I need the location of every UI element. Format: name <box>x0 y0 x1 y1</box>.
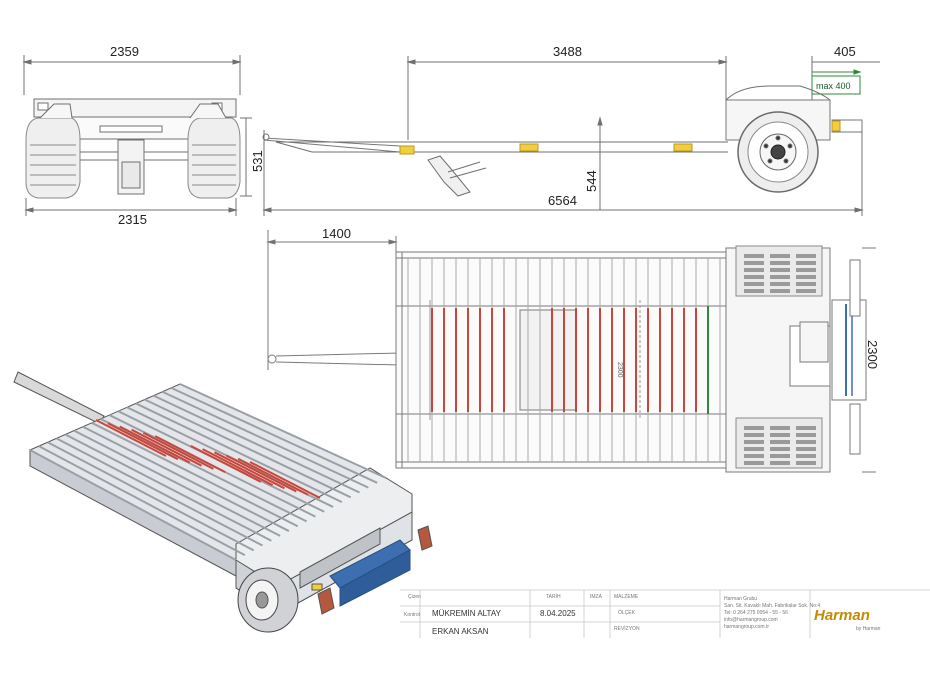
iso-tie-down-strap <box>249 461 321 499</box>
tread-block <box>796 275 816 279</box>
tread-block <box>744 447 764 451</box>
title-date-value: 8.04.2025 <box>540 609 576 618</box>
tread-block <box>770 275 790 279</box>
tread-block <box>744 426 764 430</box>
tread-block <box>796 282 816 286</box>
title-revision-label: REVİZYON <box>614 625 640 632</box>
drawbar-extension-dimension: 405 <box>834 44 856 59</box>
front-height-dimension: 531 <box>250 150 265 172</box>
centre-label: 2300 <box>616 362 623 378</box>
tread-block <box>796 447 816 451</box>
iso-tie-down-strap <box>214 451 285 490</box>
iso-deck-slat <box>179 383 387 479</box>
iso-deck-slat <box>47 441 255 552</box>
tie-down-straps <box>431 308 697 412</box>
iso-deck-slat <box>64 433 272 542</box>
isometric-deck-slats <box>29 383 387 561</box>
tread-block <box>796 268 816 272</box>
tread-block <box>770 433 790 437</box>
tread-block <box>770 454 790 458</box>
tread-block <box>796 426 816 430</box>
company-logo-sub: by Harman <box>856 626 881 632</box>
tread-block <box>744 461 764 465</box>
tread-block <box>770 289 790 293</box>
title-date-label: TARİH <box>546 593 561 600</box>
iso-tie-down-strap <box>142 432 214 470</box>
company-line-1: Harman Grubu <box>724 596 757 602</box>
iso-deck-slat <box>170 386 378 484</box>
tread-block <box>770 426 790 430</box>
overall-length-dimension: 6564 <box>548 193 577 208</box>
front-view <box>22 55 252 216</box>
iso-tie-down-strap <box>107 422 179 461</box>
iso-tie-down-strap <box>154 435 226 474</box>
title-designer-name: MÜKREMİN ALTAY <box>432 609 502 618</box>
iso-tie-down-strap <box>202 448 274 486</box>
tread-block <box>796 289 816 293</box>
front-track-dimension: 2315 <box>118 212 147 227</box>
tread-block <box>744 261 764 265</box>
tread-block <box>770 261 790 265</box>
tread-block <box>770 268 790 272</box>
iso-tie-down-strap <box>95 419 167 457</box>
tread-block <box>744 440 764 444</box>
iso-deck-slat <box>38 445 246 557</box>
tread-block <box>770 282 790 286</box>
iso-deck-slat <box>73 429 281 537</box>
iso-deck-slat <box>56 437 263 547</box>
tread-block <box>744 433 764 437</box>
iso-tie-down-strap <box>119 425 191 464</box>
title-signature-label: İMZA <box>590 593 603 600</box>
tread-block <box>744 454 764 458</box>
tread-block <box>796 433 816 437</box>
tread-block <box>796 454 816 458</box>
side-view <box>262 56 880 216</box>
tread-block <box>744 289 764 293</box>
title-scale-label: ÖLÇEK <box>618 609 636 616</box>
iso-tie-down-strap <box>225 454 297 493</box>
iso-deck-slat <box>91 421 299 528</box>
company-line-2: San. Sit. Kavaklı Mah. Fabrikalar Sok. N… <box>724 603 820 609</box>
title-material-label: MALZEME <box>614 594 639 600</box>
tread-block <box>744 275 764 279</box>
iso-deck-slat <box>29 449 237 561</box>
max-extension-note: max 400 <box>816 81 851 91</box>
tread-block <box>796 254 816 258</box>
tread-block <box>770 254 790 258</box>
iso-deck-slat <box>144 398 352 499</box>
title-designer-label: Çizen <box>408 594 421 600</box>
tread-block <box>770 447 790 451</box>
tread-block <box>796 461 816 465</box>
company-line-5: harmangroup.com.tr <box>724 624 769 630</box>
tread-block <box>770 461 790 465</box>
tread-block <box>744 254 764 258</box>
company-logo: Harman <box>814 607 870 624</box>
iso-deck-slat <box>161 390 369 489</box>
iso-tie-down-strap <box>131 428 202 467</box>
drawbar-length-dimension: 1400 <box>322 226 351 241</box>
iso-deck-slat <box>82 425 290 532</box>
tyre-tread-top-view <box>744 254 816 465</box>
iso-tie-down-strap <box>237 457 309 496</box>
company-line-4: info@harmangroup.com <box>724 617 778 623</box>
title-approver-name: ERKAN AKSAN <box>432 627 489 636</box>
iso-tie-down-strap <box>190 444 262 483</box>
bed-height-dimension: 544 <box>584 170 599 192</box>
front-width-dimension: 2359 <box>110 44 139 59</box>
tread-block <box>744 282 764 286</box>
tread-block <box>796 440 816 444</box>
top-view <box>266 230 727 469</box>
tread-block <box>744 268 764 272</box>
title-approver-label: Kontrol <box>404 612 420 618</box>
iso-deck-slat <box>153 394 360 494</box>
iso-deck-slat <box>135 402 343 504</box>
company-line-3: Tel: 0 264 275 0054 - 55 - 56 <box>724 610 788 616</box>
wheelbase-dimension: 3488 <box>553 44 582 59</box>
title-block <box>400 589 930 638</box>
inner-width-dimension: 2300 <box>865 340 880 369</box>
tread-block <box>796 261 816 265</box>
iso-deck-slat <box>100 418 308 523</box>
tread-block <box>770 440 790 444</box>
